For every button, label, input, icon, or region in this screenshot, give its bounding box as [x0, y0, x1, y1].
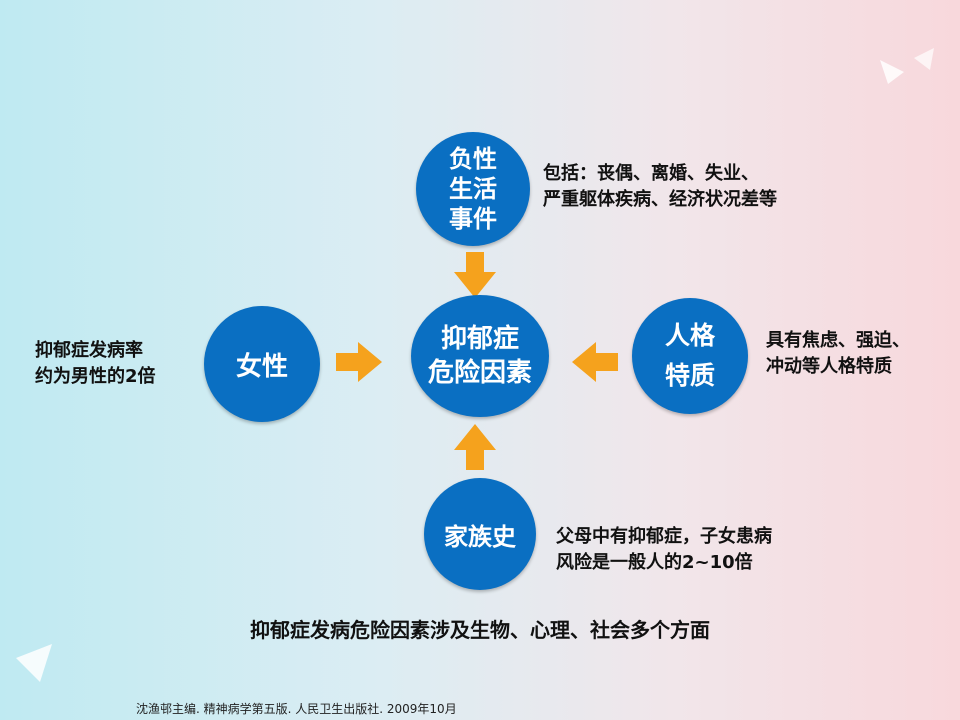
node-label: 人格 特质 [664, 321, 715, 390]
note-female: 抑郁症发病率 约为男性的2倍 [35, 340, 156, 387]
node-label: 抑郁症 危险因素 [427, 324, 532, 388]
node-depression-risk-factors: 抑郁症 危险因素 [411, 295, 549, 417]
node-family-history: 家族史 [424, 478, 536, 590]
node-personality-traits: 人格 特质 [632, 298, 748, 414]
decorative-triangles-top-right [880, 48, 934, 84]
decorative-triangle-bottom-left [16, 644, 52, 682]
citation-text: 沈渔邨主编. 精神病学第五版. 人民卫生出版社. 2009年10月 [136, 702, 457, 716]
node-negative-life-events: 负性 生活 事件 [416, 132, 530, 246]
arrow-down-icon [454, 252, 496, 298]
arrow-up-icon [454, 424, 496, 470]
note-negative-life-events: 包括：丧偶、离婚、失业、 严重躯体疾病、经济状况差等 [543, 163, 777, 210]
arrow-left-icon [572, 342, 618, 382]
summary-text: 抑郁症发病危险因素涉及生物、心理、社会多个方面 [250, 618, 710, 642]
note-personality-traits: 具有焦虑、强迫、 冲动等人格特质 [766, 330, 910, 377]
arrow-right-icon [336, 342, 382, 382]
node-label: 负性 生活 事件 [449, 145, 497, 233]
node-label: 女性 [235, 351, 288, 382]
note-family-history: 父母中有抑郁症，子女患病 风险是一般人的2~10倍 [556, 526, 772, 573]
node-label: 家族史 [444, 522, 516, 551]
node-female: 女性 [204, 306, 320, 422]
